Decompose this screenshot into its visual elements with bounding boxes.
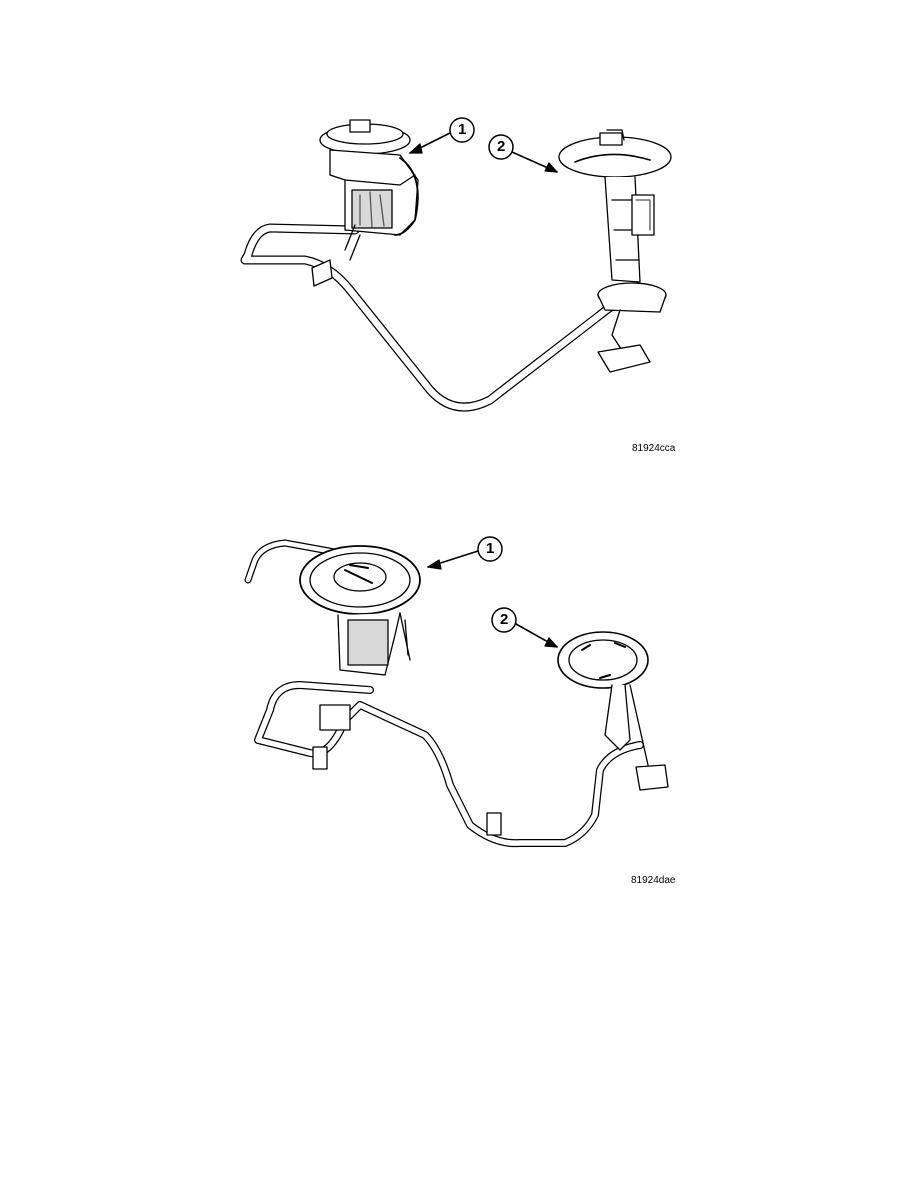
callout-1-label: 1 — [458, 121, 467, 138]
line-clip — [312, 746, 328, 770]
figure-2-id: 81924dae — [631, 875, 676, 886]
line-bracket — [311, 259, 333, 287]
sender-float — [597, 344, 651, 373]
fuel-pump-module — [319, 119, 419, 261]
figure-2: 1 2 81924dae — [0, 525, 918, 895]
line-clip — [486, 812, 502, 836]
callout-2-circle — [491, 607, 517, 633]
callout-1-label: 1 — [486, 540, 495, 557]
figure-1: 1 2 81924cca — [0, 100, 918, 470]
callout-2-circle — [488, 134, 514, 160]
figure-1-id: 81924cca — [632, 443, 676, 454]
figure-1-illustration — [240, 117, 672, 412]
line-clip — [319, 704, 351, 731]
callout-2-label: 2 — [497, 138, 506, 155]
fuel-level-sender — [558, 129, 672, 373]
figure-2-illustration — [244, 536, 669, 848]
sender-float — [635, 764, 669, 791]
callout-2-label: 2 — [500, 611, 509, 628]
callout-1-circle — [449, 117, 475, 143]
callout-1-circle — [477, 536, 503, 562]
fuel-pump-module — [299, 545, 421, 676]
fuel-level-sender — [557, 631, 669, 791]
fuel-line-hose — [240, 223, 630, 412]
